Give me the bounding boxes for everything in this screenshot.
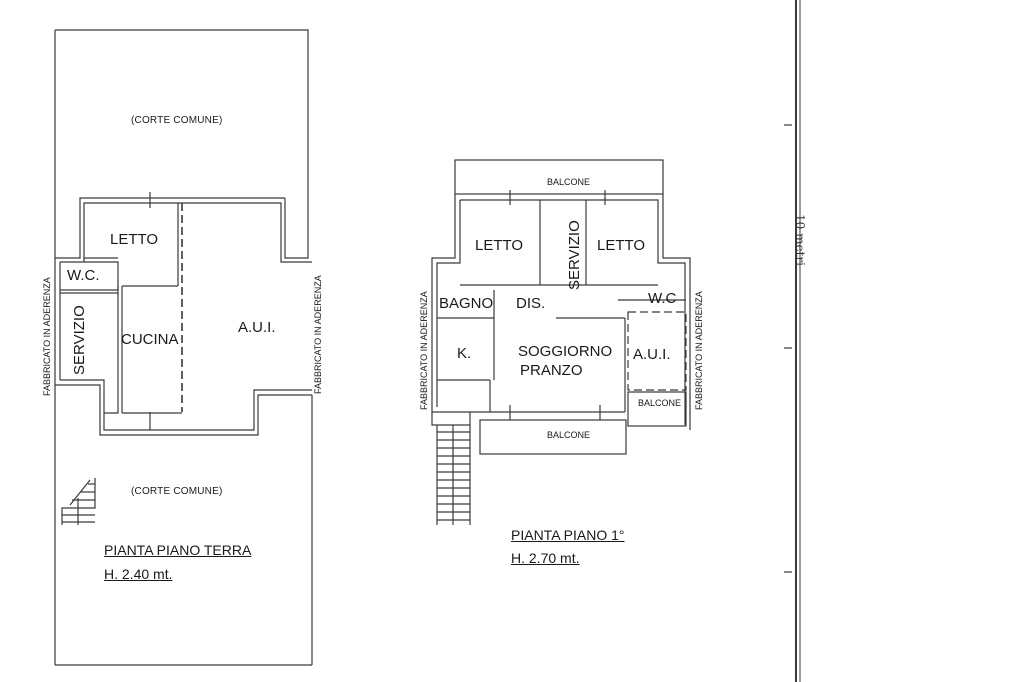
room-aui-label: A.U.I. [238, 319, 276, 336]
room-letto-label: LETTO [110, 231, 159, 248]
balcone-small-outline [627, 391, 687, 427]
first-floor-plan [431, 159, 691, 525]
room-bagno-label: BAGNO [439, 295, 494, 312]
room-letto-left-label: LETTO [475, 237, 524, 254]
house-wall-outer-right [662, 194, 691, 430]
adjacent-building-left-label: FABBRICATO IN ADERENZA [42, 277, 52, 396]
room-servizio-label: SERVIZIO [71, 305, 88, 375]
room-aui-label: A.U.I. [633, 346, 671, 363]
court-top-label: (CORTE COMUNE) [131, 115, 223, 126]
room-wc-label: W.C [648, 290, 677, 307]
first-floor-height: H. 2.70 mt. [511, 550, 580, 566]
room-soggiorno-label: SOGGIORNO [518, 343, 613, 360]
room-dis-label: DIS. [516, 295, 546, 312]
house-wall-bottom-inner [60, 379, 312, 431]
external-stair [436, 425, 471, 525]
house-wall-inner [60, 202, 312, 263]
wall-wc [60, 261, 119, 291]
house-wall-outer [431, 194, 478, 413]
balcone-bottom-label: BALCONE [547, 430, 591, 440]
ground-floor-plan [54, 29, 313, 666]
room-letto-right-label: LETTO [597, 237, 646, 254]
adjacent-building-right-label: FABBRICATO IN ADERENZA [313, 275, 323, 394]
room-k-label: K. [457, 345, 472, 362]
scale-bar-label: 10 metri [793, 214, 807, 266]
balcone-bottom-outline [479, 419, 627, 455]
balcone-small-label: BALCONE [638, 398, 682, 408]
adjacent-building-left-label: FABBRICATO IN ADERENZA [419, 291, 429, 410]
room-servizio-label: SERVIZIO [566, 220, 583, 290]
room-wc-label: W.C. [67, 267, 100, 284]
house-wall-bottom [55, 384, 312, 436]
ground-floor-title: PIANTA PIANO TERRA [104, 542, 252, 558]
house-wall-outer [55, 197, 285, 259]
ground-floor-height: H. 2.40 mt. [104, 566, 173, 582]
balcone-top-label: BALCONE [547, 177, 591, 187]
court-bottom-label: (CORTE COMUNE) [131, 486, 223, 497]
room-cucina-label: CUCINA [121, 331, 179, 348]
stair-symbol [61, 478, 96, 525]
wall-servizio [104, 286, 119, 414]
balcone-top-outline [454, 159, 664, 195]
adjacent-building-right-label: FABBRICATO IN ADERENZA [694, 291, 704, 410]
scale-bar [784, 0, 801, 682]
lot-boundary [55, 29, 309, 259]
aui-dashed [627, 311, 687, 391]
room-pranzo-label: PRANZO [520, 362, 583, 379]
first-floor-title: PIANTA PIANO 1° [511, 527, 625, 543]
